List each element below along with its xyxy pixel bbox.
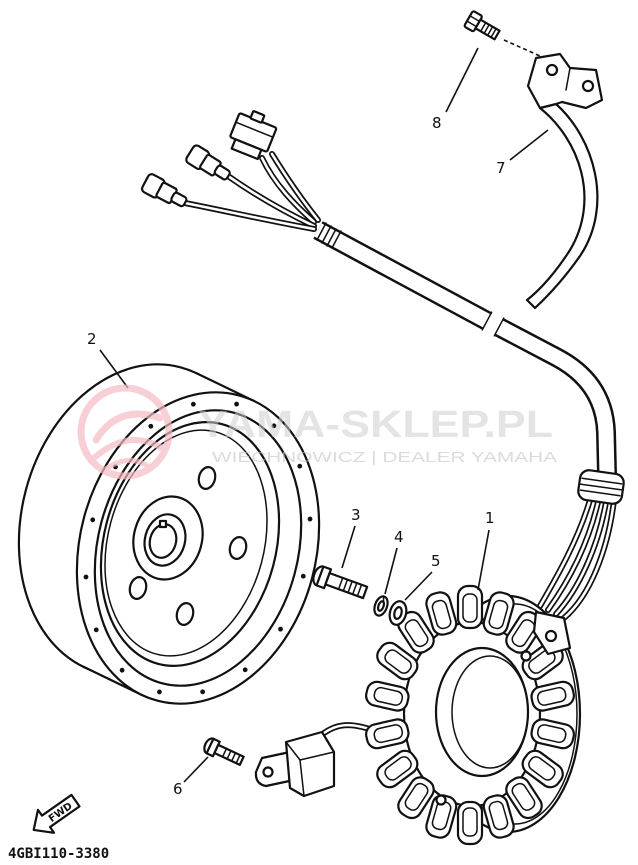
- stator-coils: [365, 584, 575, 846]
- leader-5: [404, 571, 433, 601]
- callout-numbers: 8 7 2 3 4 5 1 6: [87, 114, 506, 798]
- stator-coil: [456, 800, 484, 846]
- leader-8: [445, 47, 479, 113]
- diagram-code: 4GBI110-3380: [8, 846, 109, 862]
- stator-coil: [482, 591, 515, 636]
- leader-3: [341, 525, 356, 569]
- rivet-dot: [119, 667, 125, 673]
- leader-7: [509, 129, 549, 161]
- stator-coil: [365, 680, 410, 712]
- wire-grommet: [577, 469, 625, 505]
- bolt-alignment-dashes: [503, 39, 541, 57]
- stator-bolt: [312, 565, 369, 600]
- callout-2: 2: [87, 330, 97, 348]
- rivet-dot: [234, 401, 239, 407]
- rivet-dot: [90, 517, 96, 523]
- stator-coil: [365, 718, 410, 750]
- rivet-dot: [200, 689, 206, 695]
- lock-washer: [373, 595, 389, 617]
- stator-lead-wires: [537, 497, 617, 621]
- leader-1: [477, 529, 490, 591]
- plain-washer: [388, 600, 408, 626]
- watermark: YAMA-SKLEP.PL WIECHNOWICZ | DEALER YAMAH…: [77, 384, 557, 480]
- leader-2: [99, 349, 129, 389]
- stator-coil: [456, 584, 484, 630]
- rivet-dot: [271, 423, 277, 429]
- callout-leaders: [99, 47, 549, 783]
- fwd-arrow: FWD: [32, 793, 81, 834]
- leader-4: [384, 547, 398, 595]
- coupler-connector: [229, 110, 278, 161]
- rotor-rivets: [83, 401, 313, 695]
- rivet-dot: [307, 516, 313, 522]
- stator-coil: [530, 680, 575, 712]
- leader-6: [183, 756, 209, 783]
- stator-coil: [521, 749, 564, 789]
- callout-1: 1: [485, 509, 495, 527]
- rivet-dot: [278, 626, 283, 632]
- lead-bracket: [525, 52, 604, 310]
- callout-5: 5: [431, 552, 441, 570]
- rivet-dot: [148, 423, 154, 429]
- callout-7: 7: [496, 159, 506, 177]
- pickup-coil-screw: [203, 737, 245, 766]
- harness-wires: [182, 151, 321, 232]
- rivet-dot: [83, 574, 89, 580]
- rivet-dot: [297, 463, 303, 469]
- stator-coil: [530, 718, 575, 750]
- callout-8: 8: [432, 114, 442, 132]
- main-cable: [313, 221, 617, 475]
- callout-4: 4: [394, 528, 404, 546]
- stator-coil: [425, 794, 458, 839]
- bullet-connector-a: [185, 144, 231, 181]
- callout-6: 6: [173, 780, 183, 798]
- flywheel-rotor: [17, 363, 321, 705]
- stator-coil: [376, 641, 419, 681]
- rivet-dot: [157, 689, 162, 695]
- rivet-dot: [93, 627, 99, 633]
- bullet-connector-b: [140, 173, 188, 208]
- rivet-dot: [242, 667, 248, 673]
- bracket-bolt: [463, 10, 501, 41]
- watermark-dealer: WIECHNOWICZ | DEALER YAMAHA: [212, 449, 557, 466]
- watermark-site: YAMA-SKLEP.PL: [198, 404, 553, 446]
- stator-coil: [376, 749, 419, 789]
- callout-3: 3: [351, 506, 361, 524]
- rivet-dot: [190, 401, 196, 407]
- stator-coil: [505, 776, 543, 820]
- rivet-dot: [300, 573, 306, 579]
- fwd-arrow-icon: [32, 793, 81, 834]
- watermark-logo: [77, 384, 173, 480]
- stator-assembly: [365, 584, 582, 846]
- stator-coil: [397, 776, 435, 820]
- stator-coil: [482, 794, 515, 839]
- stator-coil: [425, 591, 458, 636]
- pickup-coil: [254, 730, 336, 798]
